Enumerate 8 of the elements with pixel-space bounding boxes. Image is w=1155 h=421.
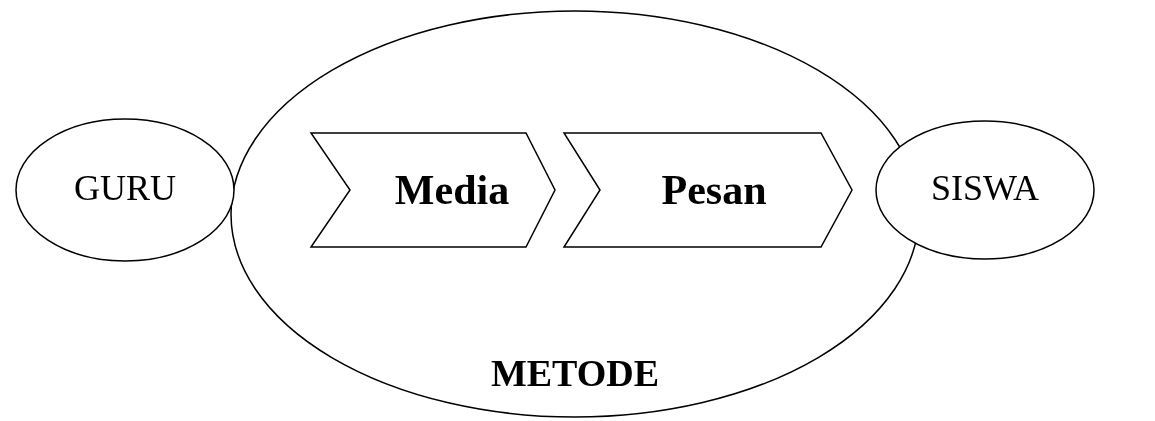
node-label: SISWA xyxy=(931,167,1039,209)
node-label: Pesan xyxy=(661,166,767,214)
oval-node xyxy=(15,118,235,262)
oval-node xyxy=(875,120,1095,260)
node-label: Media xyxy=(394,166,510,214)
node-label: METODE xyxy=(490,351,660,395)
chevron-node xyxy=(310,132,556,248)
node-label: GURU xyxy=(74,167,176,209)
